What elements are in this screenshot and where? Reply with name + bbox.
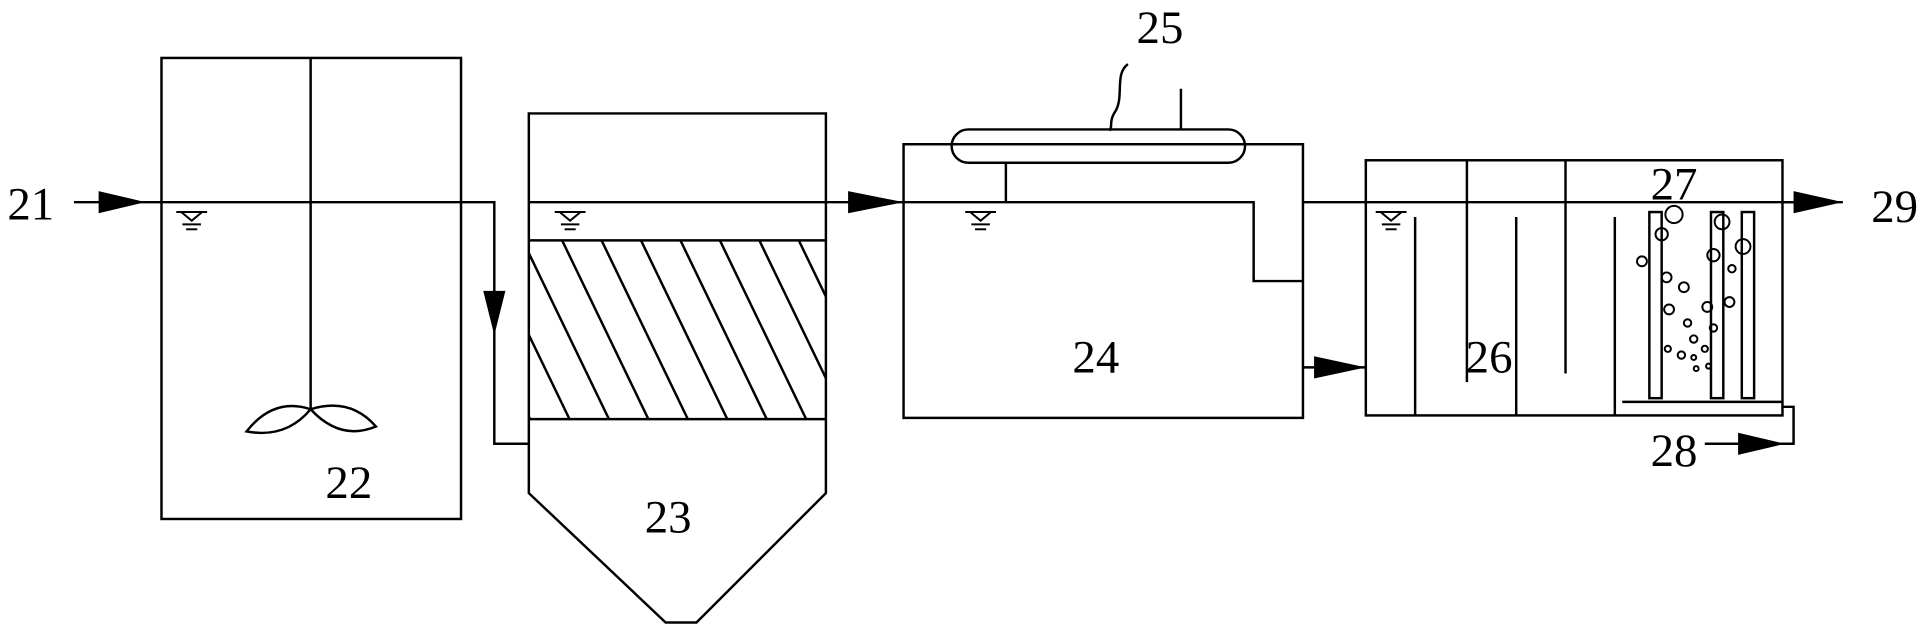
bubble xyxy=(1636,255,1648,268)
bubble xyxy=(1723,296,1736,308)
air-bubbles xyxy=(1636,204,1752,373)
callout-21: 21 xyxy=(7,178,54,230)
bubble xyxy=(1708,323,1719,333)
tank-26 xyxy=(1364,159,1784,417)
bubble xyxy=(1682,318,1693,328)
callout-24: 24 xyxy=(1072,331,1119,383)
tank-23 xyxy=(527,112,828,624)
pipe-23-to-24 xyxy=(825,191,904,214)
water-level-icon xyxy=(1375,211,1407,231)
inlet-arrowhead xyxy=(98,191,146,214)
callout-28: 28 xyxy=(1651,425,1698,477)
outlet-arrow xyxy=(1782,191,1843,214)
pipe-22-to-23 xyxy=(461,200,529,446)
bubble xyxy=(1660,271,1673,284)
aeration-inlet xyxy=(1622,400,1795,455)
callout-27: 27 xyxy=(1651,159,1698,211)
callout-25: 25 xyxy=(1137,2,1184,54)
water-level-icon xyxy=(965,211,997,231)
membrane-element-1 xyxy=(1648,210,1663,400)
bubble xyxy=(1690,354,1698,361)
water-level-icon xyxy=(554,211,586,231)
bubble xyxy=(1692,365,1700,373)
tank-26-body xyxy=(1364,159,1784,417)
bubble xyxy=(1677,281,1690,294)
bubble xyxy=(1664,204,1684,225)
impeller-blade-left xyxy=(244,404,313,435)
callout-29: 29 xyxy=(1871,181,1918,233)
module-25 xyxy=(950,63,1247,203)
bubble xyxy=(1701,301,1714,313)
callout-23: 23 xyxy=(645,492,692,544)
module-25-body xyxy=(950,128,1247,164)
module-27 xyxy=(1636,204,1756,400)
aeration-arrowhead xyxy=(1738,432,1785,455)
bubble xyxy=(1706,248,1721,263)
water-level-icon xyxy=(176,211,208,231)
outlet-arrowhead xyxy=(1793,191,1843,214)
bubble xyxy=(1663,344,1672,353)
pipe-22-to-23-arrowhead xyxy=(483,290,506,336)
tank-22 xyxy=(160,56,463,521)
callout-26: 26 xyxy=(1466,331,1513,383)
media-bed-hatching xyxy=(528,240,826,420)
tank-24 xyxy=(902,143,1305,420)
tank-23-body xyxy=(527,112,828,624)
bubble xyxy=(1689,334,1699,344)
bubble xyxy=(1654,227,1669,242)
callout-22: 22 xyxy=(325,457,372,509)
pipe-24-to-26 xyxy=(1302,356,1366,379)
bubble xyxy=(1676,350,1687,360)
inlet-arrow xyxy=(73,191,162,214)
tank-24-weir xyxy=(903,200,1303,283)
bubble xyxy=(1705,362,1712,370)
pipe-24-to-26-arrowhead xyxy=(1314,356,1366,379)
bubble xyxy=(1663,303,1675,316)
bubble xyxy=(1734,238,1752,255)
pipe-23-to-24-arrowhead xyxy=(848,191,904,214)
bubble xyxy=(1700,344,1709,353)
impeller-blade-right xyxy=(308,404,379,433)
bubble xyxy=(1727,264,1737,274)
callout-25-leader xyxy=(1108,63,1129,132)
membrane-element-3 xyxy=(1740,210,1756,400)
bubble xyxy=(1713,213,1731,231)
